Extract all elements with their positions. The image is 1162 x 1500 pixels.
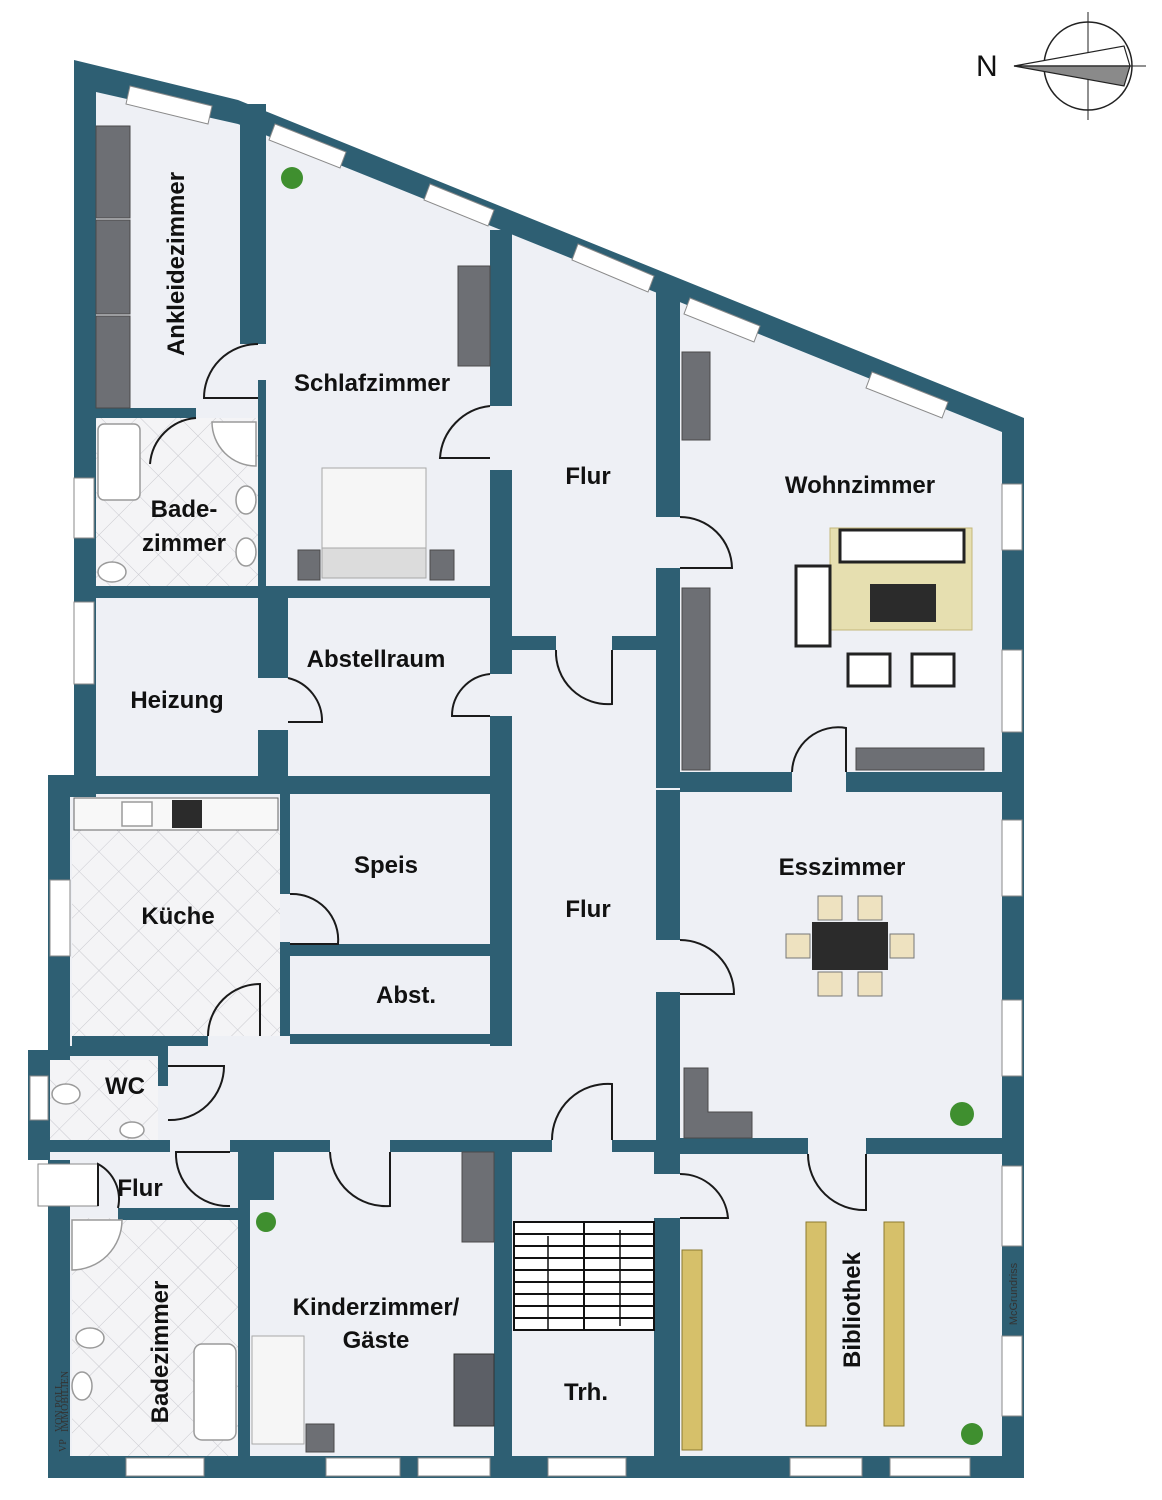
room-labels: Ankleidezimmer Schlafzimmer Flur Wohnzim… xyxy=(105,172,935,1423)
brand-sub: IMMOBILIEN xyxy=(60,1371,71,1432)
room-abst: Abst. xyxy=(376,982,436,1009)
room-heizung: Heizung xyxy=(130,687,223,714)
room-wc: WC xyxy=(105,1073,145,1100)
interior-walls xyxy=(48,104,1002,1456)
room-badezimmer-top-1: Bade- xyxy=(151,496,218,523)
room-trh: Trh. xyxy=(564,1379,608,1406)
brand-logo-mark: VP xyxy=(58,1439,69,1452)
room-flur-top: Flur xyxy=(565,463,610,490)
room-badezimmer-bottom: Badezimmer xyxy=(147,1281,174,1424)
room-flur-small: Flur xyxy=(117,1175,162,1202)
room-flur-mid: Flur xyxy=(565,896,610,923)
mcgrundriss-watermark: McGrundriss xyxy=(1008,1262,1020,1325)
furniture xyxy=(51,125,985,1453)
windows xyxy=(29,85,1023,1477)
room-kinderzimmer-1: Kinderzimmer/ xyxy=(293,1294,460,1321)
outer-walls xyxy=(28,60,1024,1478)
doors xyxy=(97,343,867,1219)
room-wohnzimmer: Wohnzimmer xyxy=(785,472,935,499)
room-badezimmer-top-2: zimmer xyxy=(142,530,226,557)
room-schlafzimmer: Schlafzimmer xyxy=(294,370,450,397)
von-poll-logo: VP VON POLL IMMOBILIEN xyxy=(54,1371,71,1452)
room-kinderzimmer-2: Gäste xyxy=(343,1327,410,1354)
room-speis: Speis xyxy=(354,852,418,879)
brand-name: VON POLL xyxy=(54,1383,65,1432)
room-ankleidezimmer: Ankleidezimmer xyxy=(163,172,190,356)
room-kueche: Küche xyxy=(141,903,214,930)
compass: N xyxy=(976,12,1146,120)
room-bibliothek: Bibliothek xyxy=(839,1251,866,1368)
room-abstellraum: Abstellraum xyxy=(307,646,446,673)
room-esszimmer: Esszimmer xyxy=(779,854,906,881)
north-label: N xyxy=(976,50,998,83)
